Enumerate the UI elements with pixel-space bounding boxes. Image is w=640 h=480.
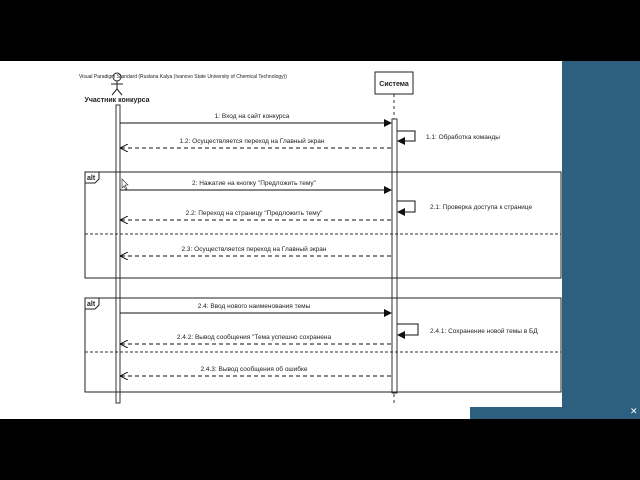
alt-fragment-1: alt	[84, 171, 562, 279]
mouse-cursor-icon	[121, 178, 129, 191]
fragment-tab	[84, 171, 100, 184]
message-1[interactable]: 1: Вход на сайт конкурса	[120, 112, 392, 127]
message-label: 2.4: Ввод нового наименования темы	[198, 303, 311, 310]
fragment-operator: alt	[87, 301, 96, 308]
message-label: 2.2: Переход на страницу "Предложить тем…	[186, 210, 323, 217]
self-message-arrow	[397, 130, 416, 145]
self-message-arrow	[397, 323, 419, 339]
message-label: 2.4.1: Сохранение новой темы в БД	[430, 327, 538, 335]
message-2-2[interactable]: 2.2: Переход на страницу "Предложить тем…	[121, 210, 391, 220]
actor-leg-right	[116, 88, 123, 96]
watermark-text: Visual Paradigm Standard (Ruslana Kalya …	[79, 74, 287, 80]
fragment-frame	[84, 171, 562, 279]
message-2-4-1-self[interactable]: 2.4.1: Сохранение новой темы в БД	[397, 323, 538, 339]
message-1-1-self[interactable]: 1.1: Обработка команды	[397, 130, 500, 145]
message-2-1-self[interactable]: 2.1: Проверка доступа к странице	[397, 200, 532, 216]
message-2[interactable]: 2: Нажатие на кнопку "Предложить тему"	[120, 180, 392, 194]
message-label: 1: Вход на сайт конкурса	[215, 112, 290, 120]
message-label: 2.4.3: Вывод сообщения об ошибке	[200, 365, 307, 373]
actor-name: Участник конкурса	[85, 97, 150, 104]
actor-leg-left	[111, 88, 118, 96]
message-2-4-3[interactable]: 2.4.3: Вывод сообщения об ошибке	[121, 365, 391, 376]
message-1-2[interactable]: 1.2: Осуществляется переход на Главный э…	[121, 137, 391, 148]
self-message-arrow	[397, 200, 416, 216]
message-2-3[interactable]: 2.3: Осуществляется переход на Главный э…	[121, 245, 391, 256]
close-icon[interactable]: ✕	[630, 407, 638, 417]
message-2-4-2[interactable]: 2.4.2: Вывод сообщения "Тема успешно сох…	[121, 333, 391, 344]
fragment-tab	[84, 297, 100, 310]
fragment-operator: alt	[87, 175, 96, 182]
message-label: 2.4.2: Вывод сообщения "Тема успешно сох…	[177, 333, 332, 341]
message-label: 1.2: Осуществляется переход на Главный э…	[180, 137, 325, 145]
message-2-4[interactable]: 2.4: Ввод нового наименования темы	[120, 303, 392, 317]
actor-activation-bar	[115, 104, 121, 404]
alt-fragment-2: alt	[84, 297, 562, 393]
fragment-frame	[84, 297, 562, 393]
sequence-diagram: Visual Paradigm Standard (Ruslana Kalya …	[0, 61, 562, 407]
system-participant[interactable]: Система	[374, 71, 414, 95]
system-name: Система	[379, 81, 409, 88]
actor-participant[interactable]: Участник конкурса	[85, 72, 150, 104]
system-activation-bar	[391, 118, 398, 394]
message-label: 2.1: Проверка доступа к странице	[430, 204, 532, 211]
message-label: 2: Нажатие на кнопку "Предложить тему"	[192, 180, 317, 187]
message-label: 2.3: Осуществляется переход на Главный э…	[182, 245, 327, 253]
message-label: 1.1: Обработка команды	[426, 133, 500, 141]
